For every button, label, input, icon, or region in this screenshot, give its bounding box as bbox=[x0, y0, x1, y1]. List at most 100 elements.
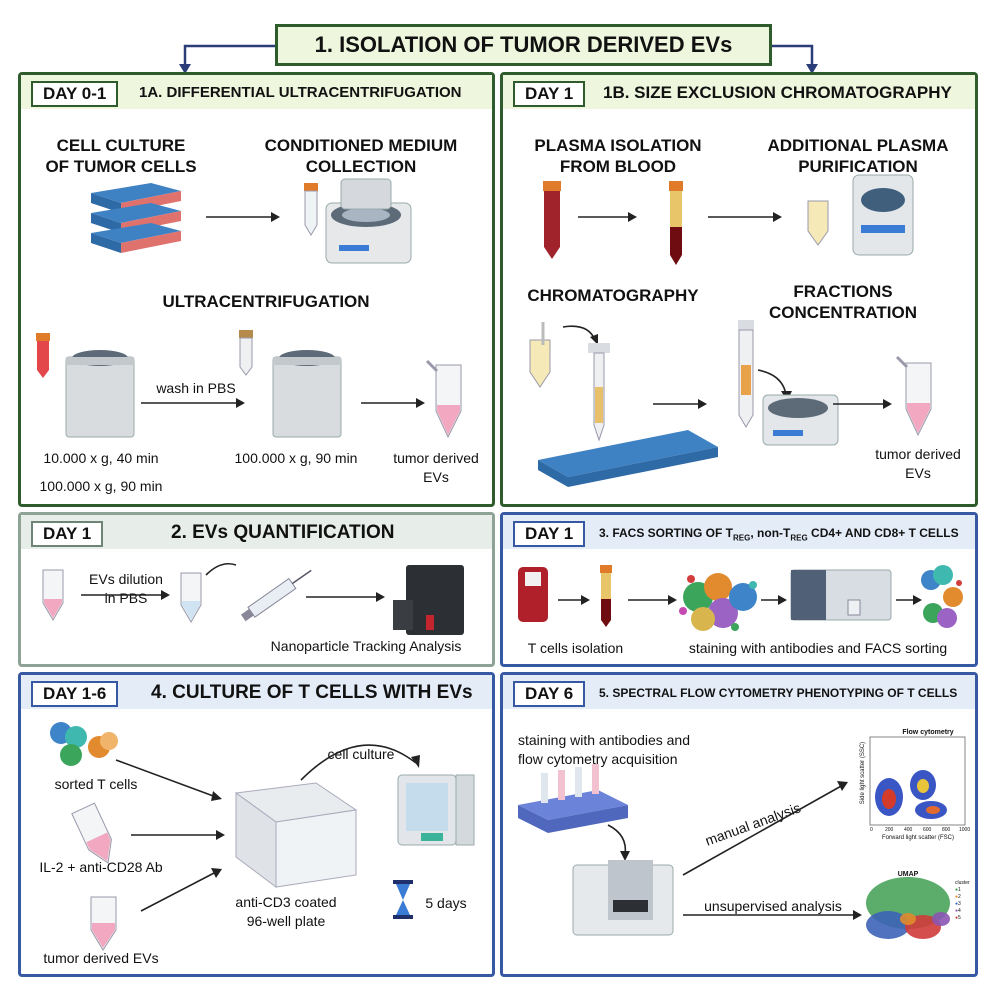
flow-plot-title: Flow cytometry bbox=[902, 729, 954, 736]
panel-1b-header: DAY 1 1B. SIZE EXCLUSION CHROMATOGRAPHY bbox=[503, 75, 975, 109]
conditioned-tube-icon bbox=[304, 183, 318, 236]
umap-legend: cluster ●1 ●2 ●3 ●4 ●5 bbox=[955, 880, 975, 922]
panel-title: 5. SPECTRAL FLOW CYTOMETRY PHENOTYPING O… bbox=[599, 686, 958, 700]
umap-legend-item: ●1 bbox=[955, 887, 961, 893]
spectral-cytometer-icon bbox=[572, 860, 674, 936]
culture-flasks-icon bbox=[91, 183, 181, 253]
umap-plot bbox=[866, 877, 950, 939]
xtick: 200 bbox=[885, 827, 894, 833]
wash-label: wash in PBS bbox=[156, 380, 236, 396]
ultracentrifuge-icon bbox=[36, 333, 135, 438]
speed-1a-label: 10.000 x g, 40 min bbox=[43, 450, 159, 466]
sorted-cells-icon bbox=[921, 565, 963, 628]
fraction-rack-icon bbox=[538, 430, 718, 487]
staining-label: staining with antibodies and flow cytome… bbox=[518, 732, 691, 767]
cell-culture-label: CELL CULTURE OF TUMOR CELLS bbox=[45, 136, 197, 176]
panel-title: 4. CULTURE OF T CELLS WITH EVs bbox=[151, 682, 473, 703]
umap-cluster-4 bbox=[932, 912, 950, 926]
result-label: tumor derived EVs bbox=[393, 450, 479, 485]
panel-2-header: DAY 1 2. EVs QUANTIFICATION bbox=[21, 515, 492, 549]
evs-tube-icon bbox=[425, 359, 462, 439]
day-badge: DAY 1 bbox=[513, 81, 586, 107]
nanoparticle-analyzer-icon bbox=[393, 565, 464, 635]
main-title-box: 1. ISOLATION OF TUMOR DERIVED EVs bbox=[275, 24, 772, 66]
panel-2-illustration bbox=[42, 562, 464, 635]
il2-tube-icon bbox=[71, 802, 112, 864]
umap-cluster-3 bbox=[866, 911, 910, 939]
panel-1a-illustration bbox=[36, 178, 462, 439]
panel-title: 1B. SIZE EXCLUSION CHROMATOGRAPHY bbox=[603, 83, 952, 102]
panel-title: 1A. DIFFERENTIAL ULTRACENTRIFUGATION bbox=[139, 84, 462, 101]
xtick: 1000 bbox=[959, 827, 971, 833]
blood-bag-icon bbox=[518, 567, 548, 622]
benchtop-centrifuge-icon bbox=[762, 394, 839, 446]
umap-legend-item: ●4 bbox=[955, 908, 961, 914]
sec-column-icon bbox=[588, 343, 610, 442]
t-cells-icon bbox=[50, 722, 118, 766]
speed-2-label: 100.000 x g, 90 min bbox=[234, 450, 358, 466]
xtick: 800 bbox=[942, 827, 951, 833]
ultracentrifugation-label: ULTRACENTRIFUGATION bbox=[162, 292, 370, 311]
panel-1b: DAY 1 1B. SIZE EXCLUSION CHROMATOGRAPHY … bbox=[500, 72, 978, 507]
flow-cytometry-plot bbox=[869, 736, 966, 826]
xtick: 600 bbox=[923, 827, 932, 833]
umap-legend-item: ●5 bbox=[955, 915, 961, 921]
dilution-label: EVs dilution in PBS bbox=[89, 571, 163, 606]
plasma-isolation-label: PLASMA ISOLATION FROM BLOOD bbox=[534, 136, 702, 176]
nta-label: Nanoparticle Tracking Analysis bbox=[270, 638, 462, 654]
panel-1a: DAY 0-1 1A. DIFFERENTIAL ULTRACENTRIFUGA… bbox=[18, 72, 495, 507]
stained-cells-icon bbox=[679, 573, 757, 631]
day-badge: DAY 1-6 bbox=[31, 681, 119, 707]
speed-1b-label: 100.000 x g, 90 min bbox=[39, 478, 163, 494]
result-label: tumor derived EVs bbox=[875, 446, 961, 481]
panel-1a-header: DAY 0-1 1A. DIFFERENTIAL ULTRACENTRIFUGA… bbox=[21, 75, 492, 109]
day-badge: DAY 0-1 bbox=[31, 81, 119, 107]
xtick: 0 bbox=[870, 827, 873, 833]
plate-label: anti-CD3 coated 96-well plate bbox=[235, 894, 337, 929]
umap-cluster-2 bbox=[900, 913, 916, 925]
evs-tube-icon bbox=[42, 569, 64, 621]
facs-sorter-icon bbox=[790, 569, 892, 621]
additional-purification-label: ADDITIONAL PLASMA PURIFICATION bbox=[767, 136, 949, 176]
panel-2: DAY 1 2. EVs QUANTIFICATION EVs dilution… bbox=[18, 512, 495, 667]
benchtop-centrifuge-icon bbox=[852, 174, 914, 256]
96-well-plate-icon bbox=[234, 782, 358, 888]
concentrator-tube-icon bbox=[738, 320, 754, 428]
staining-label: staining with antibodies and FACS sortin… bbox=[688, 640, 948, 656]
syringe-icon bbox=[240, 569, 312, 622]
benchtop-centrifuge-icon bbox=[325, 178, 412, 264]
panel-4: DAY 1-6 4. CULTURE OF T CELLS WITH EVs s… bbox=[18, 672, 495, 977]
days-label: 5 days bbox=[425, 895, 467, 911]
panel-4-header: DAY 1-6 4. CULTURE OF T CELLS WITH EVs bbox=[21, 675, 492, 709]
umap-legend-item: ●3 bbox=[955, 901, 961, 907]
ultracentrifuge-icon bbox=[239, 330, 342, 438]
panel-3-header: DAY 1 3. FACS SORTING OF TREG, non-TREG … bbox=[503, 515, 975, 549]
panel-3-illustration bbox=[518, 565, 963, 631]
day-badge: DAY 1 bbox=[513, 521, 586, 547]
fractions-label: FRACTIONS CONCENTRATION bbox=[769, 282, 917, 322]
isolation-label: T cells isolation bbox=[527, 640, 624, 656]
tube-rack-icon bbox=[518, 764, 628, 833]
flow-plot-xlabel: Forward light scatter (FSC) bbox=[881, 835, 954, 841]
main-title: 1. ISOLATION OF TUMOR DERIVED EVs bbox=[314, 32, 733, 57]
panel-5-header: DAY 6 5. SPECTRAL FLOW CYTOMETRY PHENOTY… bbox=[503, 675, 975, 709]
umap-legend-item: ●2 bbox=[955, 894, 961, 900]
panel-4-illustration bbox=[50, 722, 475, 951]
hourglass-icon bbox=[393, 880, 413, 919]
plasma-tube-icon bbox=[600, 565, 612, 627]
blood-tube-icon bbox=[543, 181, 561, 259]
sorted-cells-label: sorted T cells bbox=[54, 776, 138, 792]
umap-legend-title: cluster bbox=[955, 880, 970, 886]
panel-3: DAY 1 3. FACS SORTING OF TREG, non-TREG … bbox=[500, 512, 978, 667]
incubator-icon bbox=[397, 774, 475, 846]
umap-title: UMAP bbox=[897, 871, 919, 878]
conditioned-medium-label: CONDITIONED MEDIUM COLLECTION bbox=[264, 136, 458, 176]
panel-title: 2. EVs QUANTIFICATION bbox=[171, 522, 395, 543]
sample-tube-icon bbox=[529, 322, 551, 388]
panel-1b-illustration bbox=[529, 174, 932, 487]
day-badge: DAY 6 bbox=[513, 681, 586, 707]
evs-tube-icon bbox=[90, 896, 117, 951]
chromatography-label: CHROMATOGRAPHY bbox=[527, 286, 699, 305]
xtick: 400 bbox=[904, 827, 913, 833]
